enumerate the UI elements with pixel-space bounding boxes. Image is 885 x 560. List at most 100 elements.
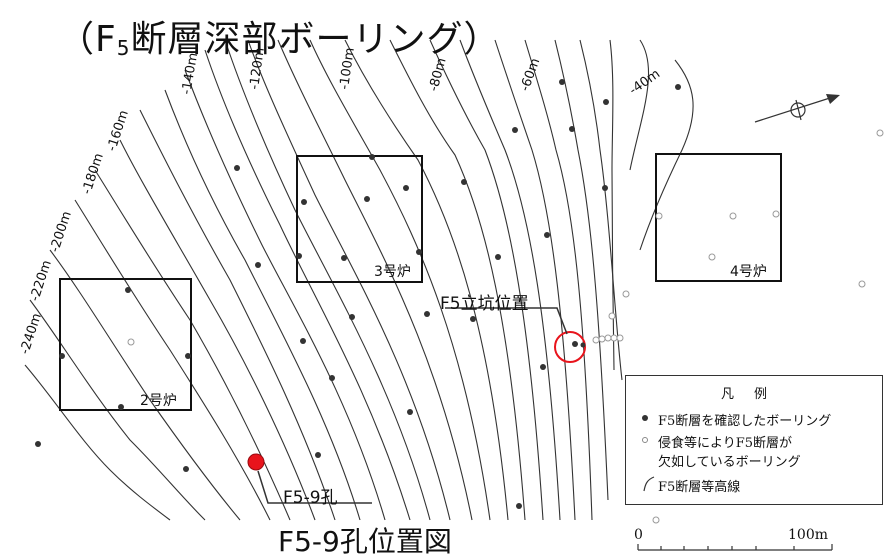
boring-open-dot	[655, 212, 663, 220]
contour-line	[24, 364, 171, 521]
filled-dot-icon	[642, 415, 648, 421]
contour-label: -240m	[18, 311, 45, 356]
contour-line	[494, 39, 576, 521]
contour-line	[429, 39, 544, 521]
boring-dot	[234, 165, 240, 171]
contour-label: -200m	[48, 209, 75, 254]
boring-open-dot	[622, 290, 630, 298]
boring-dot	[185, 353, 191, 359]
boring-dot	[255, 262, 261, 268]
title-prefix: （F	[58, 19, 117, 60]
legend-confirmed-text: F5断層を確認したボーリング	[658, 414, 832, 429]
contour-line	[554, 39, 609, 501]
boring-dot	[296, 253, 302, 259]
contour-line	[74, 199, 271, 521]
legend-contour-text: F5断層等高線	[658, 480, 741, 495]
contour-label: -40m	[627, 67, 663, 99]
boring-dot	[416, 249, 422, 255]
contour-line	[139, 109, 336, 521]
boring-dot	[495, 254, 501, 260]
boring-open-dot	[598, 335, 606, 343]
legend: 凡例 F5断層を確認したボーリング 侵食等によりF5断層が欠如しているボーリング…	[625, 375, 883, 505]
boring-open-dot	[604, 334, 612, 342]
f5-9-hole-marker[interactable]	[247, 453, 265, 471]
hole-label: F5-9孔	[283, 488, 338, 508]
contour-line	[224, 39, 431, 521]
contour-line	[277, 39, 473, 521]
boring-dot	[569, 126, 575, 132]
shaft-label: F5立坑位置	[440, 294, 529, 314]
contour-line	[629, 39, 650, 171]
boring-open-dot	[708, 253, 716, 261]
title-subscript: 5	[116, 36, 131, 60]
boring-dot	[329, 375, 335, 381]
contour-line	[579, 39, 623, 381]
legend-confirmed: F5断層を確認したボーリング	[642, 410, 831, 429]
reactor-outlines	[59, 153, 782, 411]
boring-open-dot	[616, 334, 624, 342]
boring-dot	[301, 199, 307, 205]
contour-line	[459, 39, 561, 521]
boring-dot	[341, 255, 347, 261]
north-arrow	[754, 94, 840, 123]
contour-line	[29, 299, 206, 521]
confirmed-borings	[35, 79, 681, 509]
contour-line	[184, 69, 386, 521]
legend-absent-text: 侵食等によりF5断層が欠如しているボーリング	[658, 436, 801, 470]
boring-open-dot	[876, 129, 884, 137]
contour-line	[389, 39, 526, 521]
shaft-circle	[554, 331, 586, 363]
boring-dot	[470, 316, 476, 322]
boring-open-dot	[127, 338, 135, 346]
contour-label: -180m	[80, 151, 107, 196]
contour-line	[164, 89, 361, 521]
reactor-3-outline	[296, 155, 423, 283]
boring-dot	[512, 127, 518, 133]
contour-line	[344, 39, 509, 521]
absent-borings	[127, 129, 884, 524]
reactor-3-label: 3号炉	[374, 264, 411, 280]
contour-label: -160m	[105, 108, 132, 153]
reactor-2-label: 2号炉	[140, 393, 177, 409]
legend-contour: F5断層等高線	[642, 476, 740, 496]
contour-line-icon	[643, 476, 655, 492]
hole-leader-line	[257, 470, 372, 504]
map-caption: F5-9孔位置図	[278, 525, 452, 558]
boring-open-dot	[858, 280, 866, 288]
boring-dot	[118, 404, 124, 410]
boring-dot	[540, 364, 546, 370]
title-suffix: 断層深部ボーリング）	[130, 19, 501, 60]
contour-line	[609, 39, 615, 371]
reactor-2-outline	[59, 278, 192, 411]
open-dot-icon	[642, 437, 648, 443]
boring-open-dot	[772, 210, 780, 218]
shaft-leader-line	[445, 307, 568, 335]
reactor-labels: 2号炉 3号炉 4号炉	[140, 264, 767, 409]
contour-label: -140m	[179, 52, 201, 96]
contour-label: -120m	[247, 47, 268, 91]
contour-line	[639, 59, 694, 251]
scale-zero: 0	[634, 527, 643, 543]
contour-line	[309, 39, 491, 521]
boring-dot	[403, 185, 409, 191]
boring-dot	[35, 441, 41, 447]
boring-open-dot	[652, 516, 660, 524]
contour-line	[119, 139, 316, 521]
compass-icon	[790, 102, 806, 118]
boring-open-dot	[608, 312, 616, 320]
boring-dot	[315, 452, 321, 458]
boring-dot	[369, 154, 375, 160]
boring-dot	[349, 314, 355, 320]
boring-dot	[300, 338, 306, 344]
boring-open-dot	[592, 336, 600, 344]
page-title: （F5断層深部ボーリング）	[58, 10, 500, 62]
boring-dot	[183, 466, 189, 472]
contour-line	[204, 49, 411, 521]
scale-bar	[637, 544, 833, 551]
shaft-dot	[580, 342, 586, 348]
legend-absent: 侵食等によりF5断層が欠如しているボーリング	[642, 432, 801, 470]
boring-dot	[461, 179, 467, 185]
boring-dot	[602, 185, 608, 191]
boring-dot	[544, 232, 550, 238]
